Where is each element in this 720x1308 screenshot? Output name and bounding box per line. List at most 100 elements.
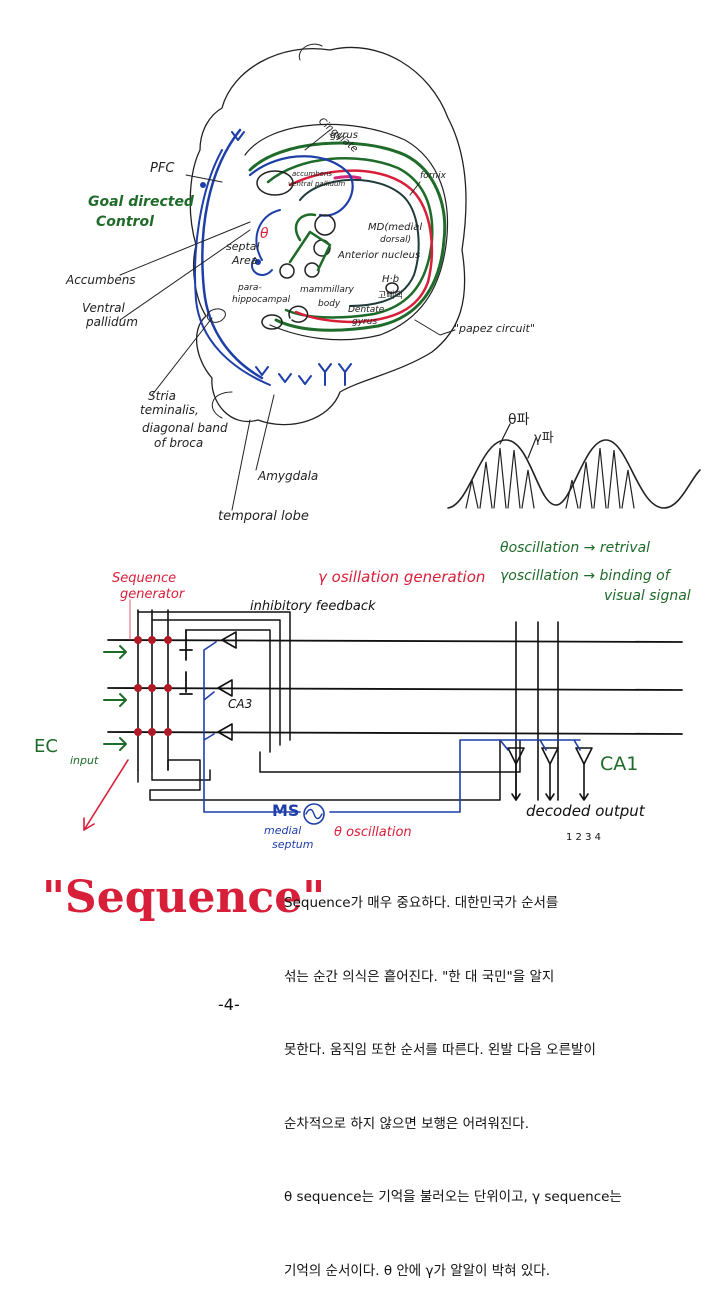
label-seq-gen-1: Sequence — [112, 571, 176, 586]
label-papez: "papez circuit" — [454, 322, 535, 335]
diagram-canvas: PFC Goal directed Control Accumbens Vent… — [34, 43, 701, 1014]
blue-septal-line — [255, 209, 281, 261]
circuit-labels: Sequence generator γ osillation generati… — [34, 568, 646, 851]
label-septal-theta: θ — [260, 226, 269, 242]
ca1-neuron-1 — [507, 747, 525, 765]
recurrent-loop-3 — [137, 739, 521, 783]
label-ms: MS — [272, 801, 299, 820]
sequence-junctions — [134, 636, 172, 736]
label-pallidum: pallidum — [85, 315, 138, 329]
brain-labels: PFC Goal directed Control Accumbens Vent… — [65, 116, 535, 524]
ms-oscillator — [303, 803, 325, 825]
junction-dot — [134, 684, 142, 692]
blue-right-stub — [324, 371, 346, 386]
parahippo-node — [279, 263, 295, 279]
paragraph-line-6: 기억의 순서이다. θ 안에 γ가 알알이 박혀 있다. — [284, 1262, 551, 1279]
label-control: Control — [96, 214, 154, 230]
label-septum: septum — [272, 838, 313, 851]
blue-septal-loop — [251, 257, 273, 276]
label-ec: EC — [34, 736, 58, 757]
big-sequence-word: "Sequence" — [42, 872, 325, 923]
oscillation-sketch — [447, 423, 701, 509]
theta-wave — [447, 439, 701, 509]
label-theta-osc: θ oscillation — [334, 825, 412, 840]
label-stria-2: teminalis, — [140, 403, 199, 417]
junction-dot — [164, 636, 172, 644]
ca3-line-3 — [107, 731, 683, 735]
stria-loop — [206, 308, 226, 323]
label-md-1: MD(medial — [368, 222, 422, 233]
brain-fold-2 — [211, 391, 233, 419]
ec-arrow-2 — [103, 693, 127, 707]
accumbens-nucleus — [256, 170, 294, 196]
label-seq-gen-2: generator — [120, 587, 186, 602]
label-gamma-wave: γ파 — [534, 431, 554, 446]
label-acc-small-2: ventral pallidum — [288, 180, 345, 188]
magenta-accent — [333, 175, 362, 180]
label-pfc: PFC — [150, 161, 175, 176]
dentate-loop — [288, 305, 309, 323]
paragraph-text: Sequence가 매우 중요하다. 대한민국가 순서를 섞는 순간 의식은 흩… — [284, 842, 699, 1308]
label-ca1: CA1 — [600, 753, 638, 775]
inhibitory-feedback-loop — [137, 611, 291, 753]
label-hb-2: 고삐핵 — [378, 289, 403, 301]
label-acc-small-1: accumbens — [292, 170, 332, 178]
label-cingulate-2: gyrus — [330, 130, 358, 141]
amygdala-node — [261, 314, 283, 330]
label-theta-retrival: θoscillation → retrival — [500, 540, 650, 556]
label-accumbens: Accumbens — [65, 273, 136, 287]
label-mammillary-2: body — [318, 299, 341, 309]
label-goal-directed: Goal directed — [88, 194, 195, 210]
paragraph-line-2: 섞는 순간 의식은 흩어진다. "한 대 국민"을 알지 — [284, 968, 555, 985]
blue-inner-line — [248, 155, 354, 217]
label-gamma-binding-2: visual signal — [604, 588, 691, 604]
label-medial: medial — [264, 824, 301, 837]
label-stria-4: of broca — [154, 436, 203, 450]
label-theta-wave: θ파 — [508, 412, 530, 428]
notebook-page: PFC Goal directed Control Accumbens Vent… — [34, 43, 701, 1279]
label-dentate-1: Dentate — [348, 305, 385, 315]
red-sequence-arrow — [83, 759, 129, 831]
label-decoded: decoded output — [526, 802, 646, 820]
paragraph-line-4: 순차적으로 하지 않으면 보행은 어려워진다. — [284, 1115, 530, 1132]
brain-sketch — [119, 43, 467, 511]
md-nucleus — [314, 214, 336, 236]
label-dentate-2: gyrus — [352, 317, 377, 327]
label-ec-input: input — [70, 754, 99, 767]
blue-node-1 — [200, 182, 206, 188]
inhibitory-bars — [179, 629, 193, 695]
paragraph-line-1: Sequence가 매우 중요하다. 대한민국가 순서를 — [284, 895, 559, 911]
hippocampal-circuit — [83, 599, 683, 831]
ca3-neuron-2 — [217, 679, 233, 697]
blue-pfc-line-2 — [194, 149, 271, 386]
label-md-2: dorsal) — [380, 235, 411, 245]
junction-dot — [148, 636, 156, 644]
junction-dot — [164, 684, 172, 692]
blue-ms-projection — [203, 641, 581, 813]
theta-arrow — [499, 423, 511, 445]
junction-dot — [134, 728, 142, 736]
label-anterior: Anterior nucleus — [337, 250, 420, 261]
label-hb-1: H·b — [382, 274, 399, 285]
ca1-neuron-2 — [541, 747, 559, 765]
label-septal-2: Area — [231, 254, 258, 267]
oscillation-labels: θ파 γ파 θoscillation → retrival γoscillati… — [500, 412, 691, 604]
dark-inner-arc — [299, 178, 420, 307]
ec-arrow-3 — [103, 737, 127, 751]
label-gamma-binding-1: γoscillation → binding of — [500, 568, 672, 584]
green-arc-outer — [248, 141, 447, 332]
gamma-ripples — [465, 447, 635, 509]
ca3-neuron-1 — [221, 631, 237, 649]
ms-sine — [305, 808, 323, 820]
ec-arrow-1 — [103, 645, 127, 659]
label-parahippo-1: para- — [237, 283, 262, 293]
ca3-neuron-3 — [217, 723, 233, 741]
recurrent-loop-1 — [149, 739, 501, 801]
label-ca3: CA3 — [228, 697, 252, 711]
ca3-line-2 — [107, 687, 683, 691]
ca3-line-1 — [107, 639, 683, 643]
label-stria-3: diagonal band — [142, 421, 228, 435]
brain-fold-1 — [298, 43, 323, 61]
junction-dot — [148, 684, 156, 692]
label-septal-1: septal — [226, 240, 260, 253]
